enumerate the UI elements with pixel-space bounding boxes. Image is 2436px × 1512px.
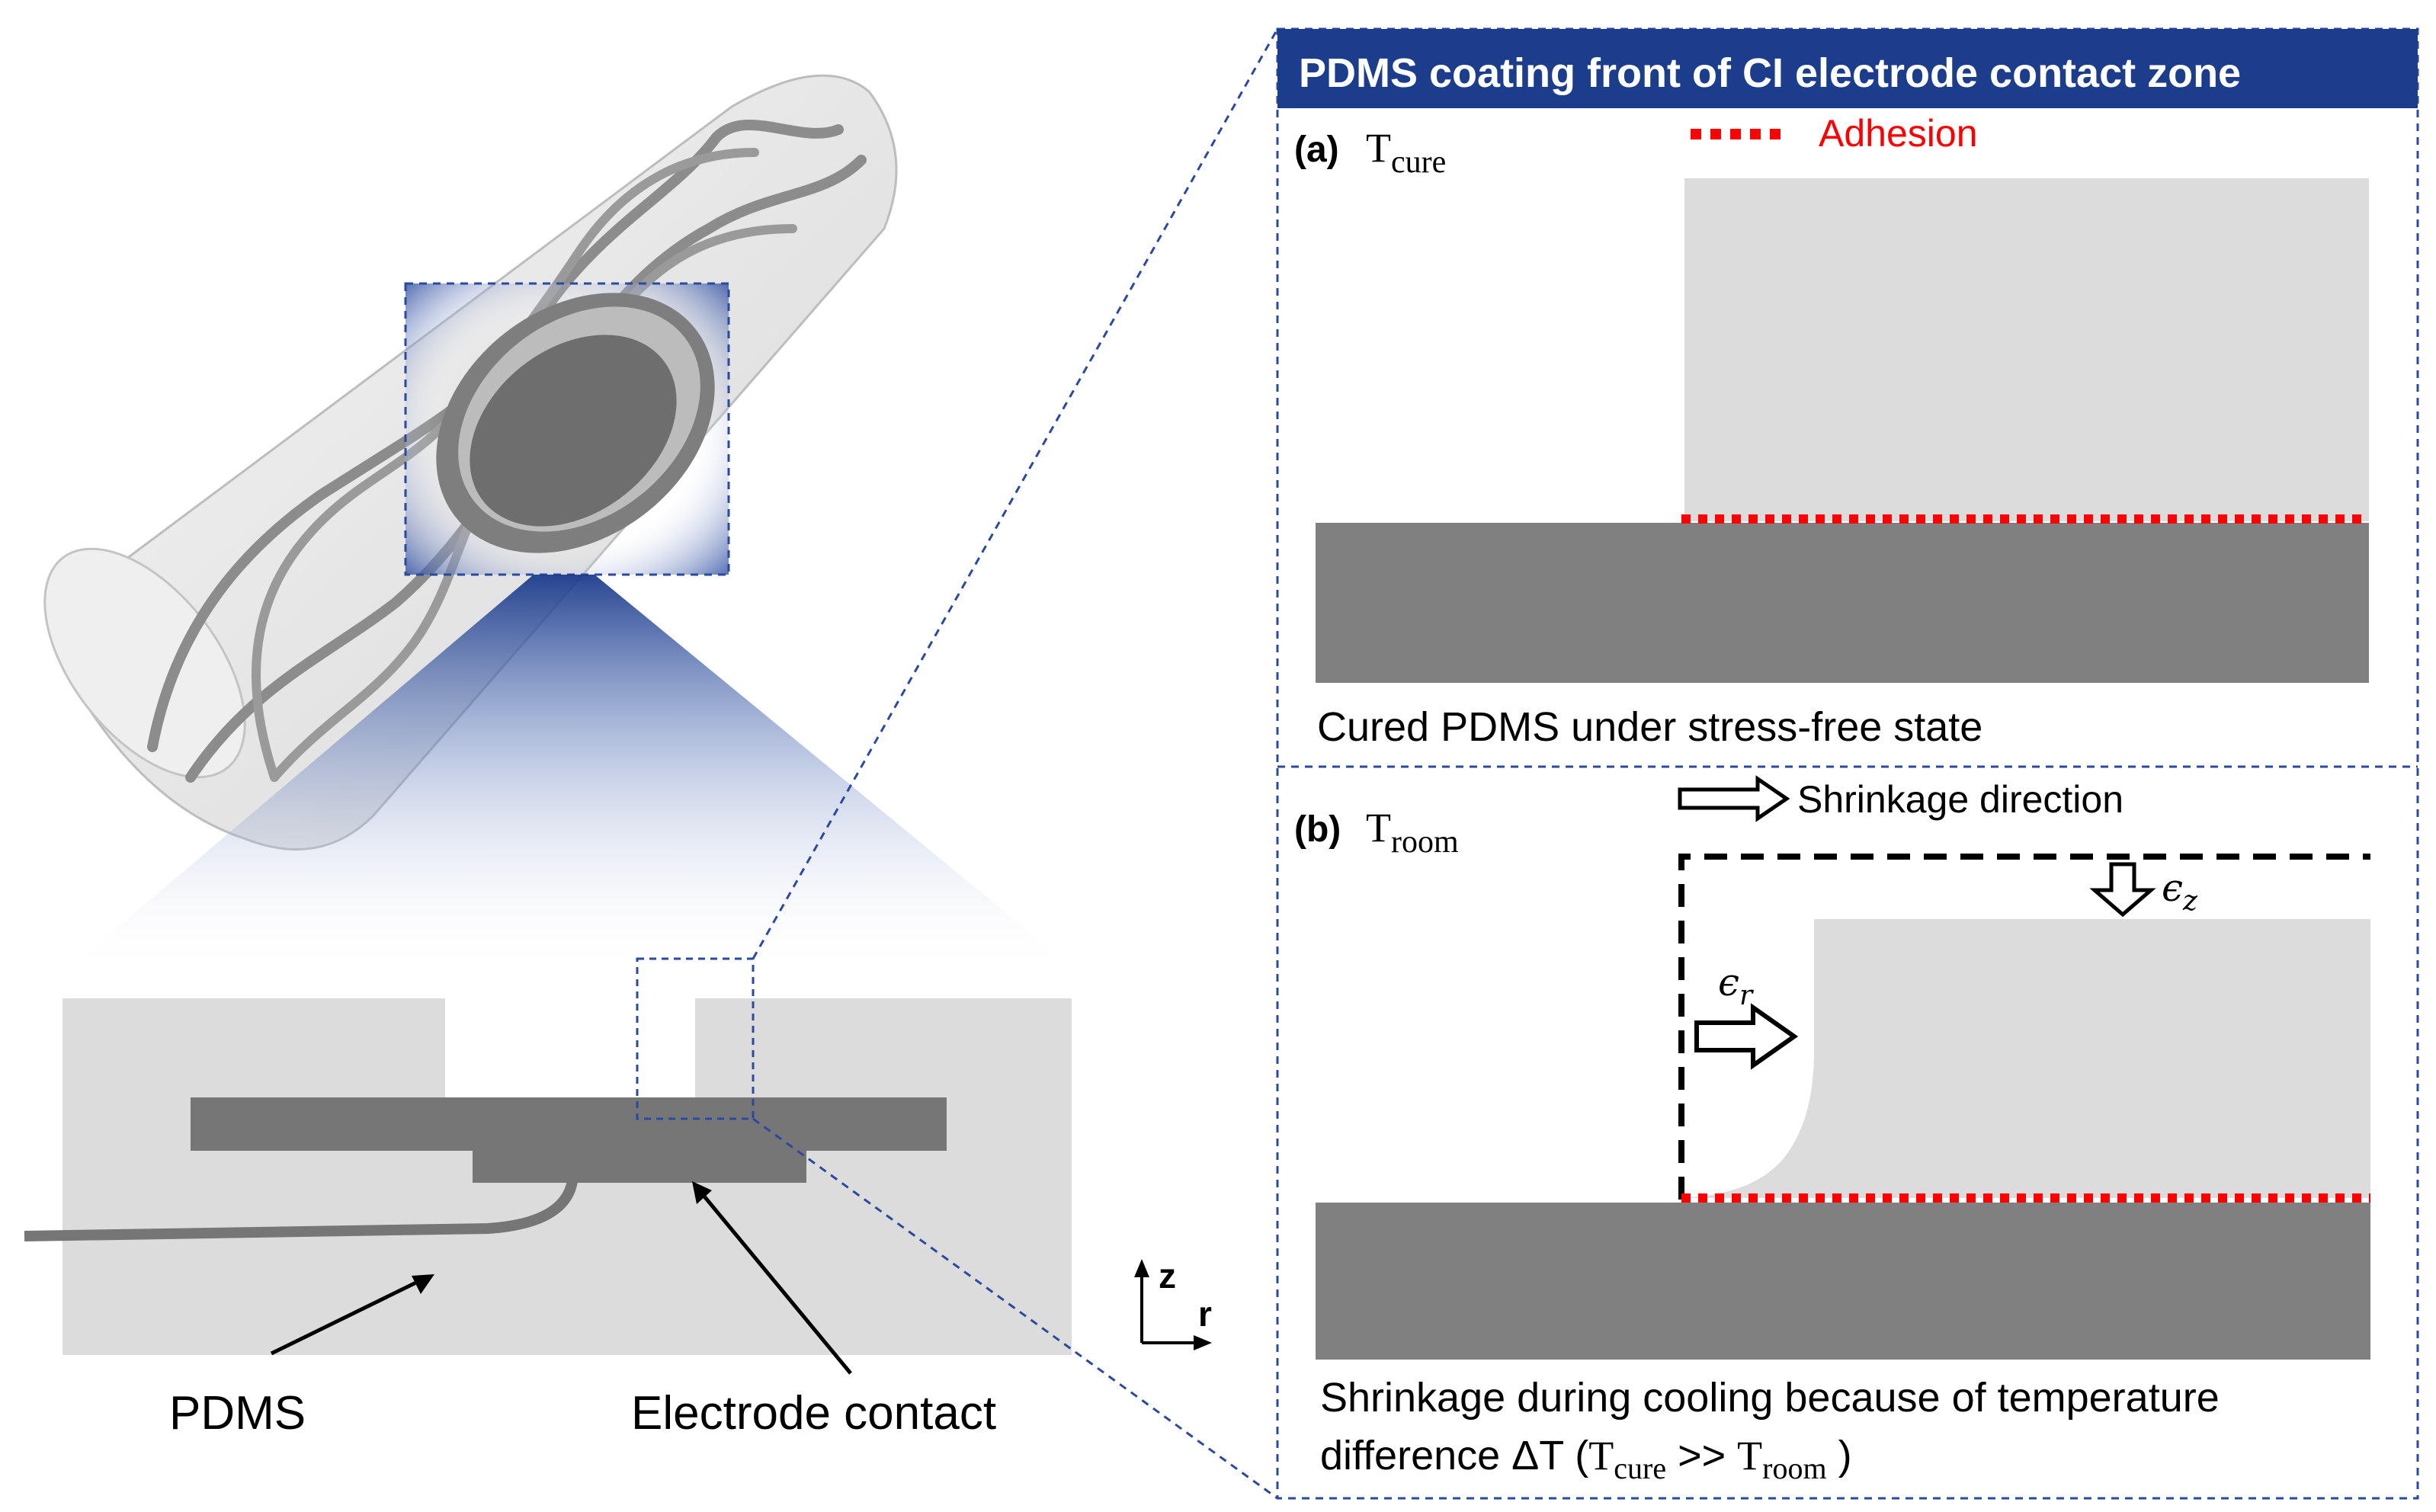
electrode-plate: [191, 1097, 947, 1151]
original-outline-dashed: [1678, 854, 2370, 1200]
strain-r-label: ϵr: [1718, 960, 1754, 1011]
panel-a-temp: Tcure: [1366, 125, 1446, 180]
panel-a-caption: Cured PDMS under stress-free state: [1317, 704, 1982, 750]
lead-wire-section: [24, 1173, 579, 1241]
panel-b-temp-main: T: [1366, 805, 1391, 850]
header-banner: [1277, 29, 2418, 108]
panel-a-temp-main: T: [1366, 125, 1391, 171]
pdms-coating-a: [1684, 178, 2369, 521]
adhesion-legend-label: Adhesion: [1819, 112, 1978, 155]
caption-t-cure-sub: cure: [1614, 1451, 1666, 1485]
caption-comparison: >>: [1666, 1433, 1737, 1478]
panel-b-caption-line2: difference ΔT (Tcure >> Troom ): [1320, 1433, 1852, 1485]
strain-r-sub: r: [1739, 980, 1754, 1011]
pdms-coating-b: [1681, 919, 2370, 1198]
panel-a-tag: (a): [1294, 130, 1339, 170]
strain-z-arrow: [2089, 862, 2156, 918]
pdms-pointer-arrow: [412, 1274, 434, 1294]
caption-t-room-sub: room: [1762, 1451, 1826, 1485]
caption-close: ): [1827, 1433, 1852, 1478]
detail-zoom-box: [636, 957, 755, 1120]
panel-b-temp: Troom: [1366, 805, 1459, 860]
strain-r-symbol: ϵ: [1718, 960, 1739, 1004]
connector-line-bottom: [752, 1117, 1278, 1500]
detail-panel: PDMS coating front of CI electrode conta…: [1276, 27, 2419, 1500]
strain-r-arrow: [1694, 1003, 1799, 1070]
zoom-projection-beam: [61, 575, 1082, 975]
axis-z-label: z: [1159, 1256, 1176, 1296]
panel-b-caption-line1: Shrinkage during cooling because of temp…: [1320, 1375, 2220, 1421]
caption-t-room: T: [1737, 1433, 1762, 1478]
strain-z-label: ϵz: [2162, 866, 2198, 917]
electrode-pointer-arrow: [692, 1181, 712, 1204]
strain-z-symbol: ϵ: [2162, 866, 2183, 910]
panel-a-temp-sub: cure: [1391, 145, 1446, 180]
pdms-block-left: [63, 998, 445, 1355]
cross-section: PDMS Electrode contact z r: [24, 957, 1212, 1440]
shrinkage-direction-arrow: [1678, 775, 1790, 822]
axis-r-label: r: [1198, 1294, 1212, 1334]
header-title: PDMS coating front of CI electrode conta…: [1299, 50, 2241, 96]
caption-t-cure: T: [1588, 1433, 1614, 1478]
strain-z-sub: z: [2182, 886, 2198, 917]
shrinkage-direction-label: Shrinkage direction: [1797, 778, 2123, 821]
label-pdms: PDMS: [169, 1387, 306, 1440]
panel-b-tag: (b): [1294, 809, 1341, 850]
label-electrode-contact: Electrode contact: [631, 1387, 996, 1440]
caption-line2-prefix: difference ΔT (: [1320, 1433, 1588, 1478]
panel-b-temp-sub: room: [1391, 825, 1459, 860]
electrode-substrate-a: [1316, 523, 2369, 683]
electrode-array-3d: [43, 74, 1082, 975]
electrode-contact-disc: [470, 335, 677, 527]
electrode-contact-pad: [473, 1151, 806, 1183]
electrode-substrate-b: [1316, 1203, 2370, 1360]
